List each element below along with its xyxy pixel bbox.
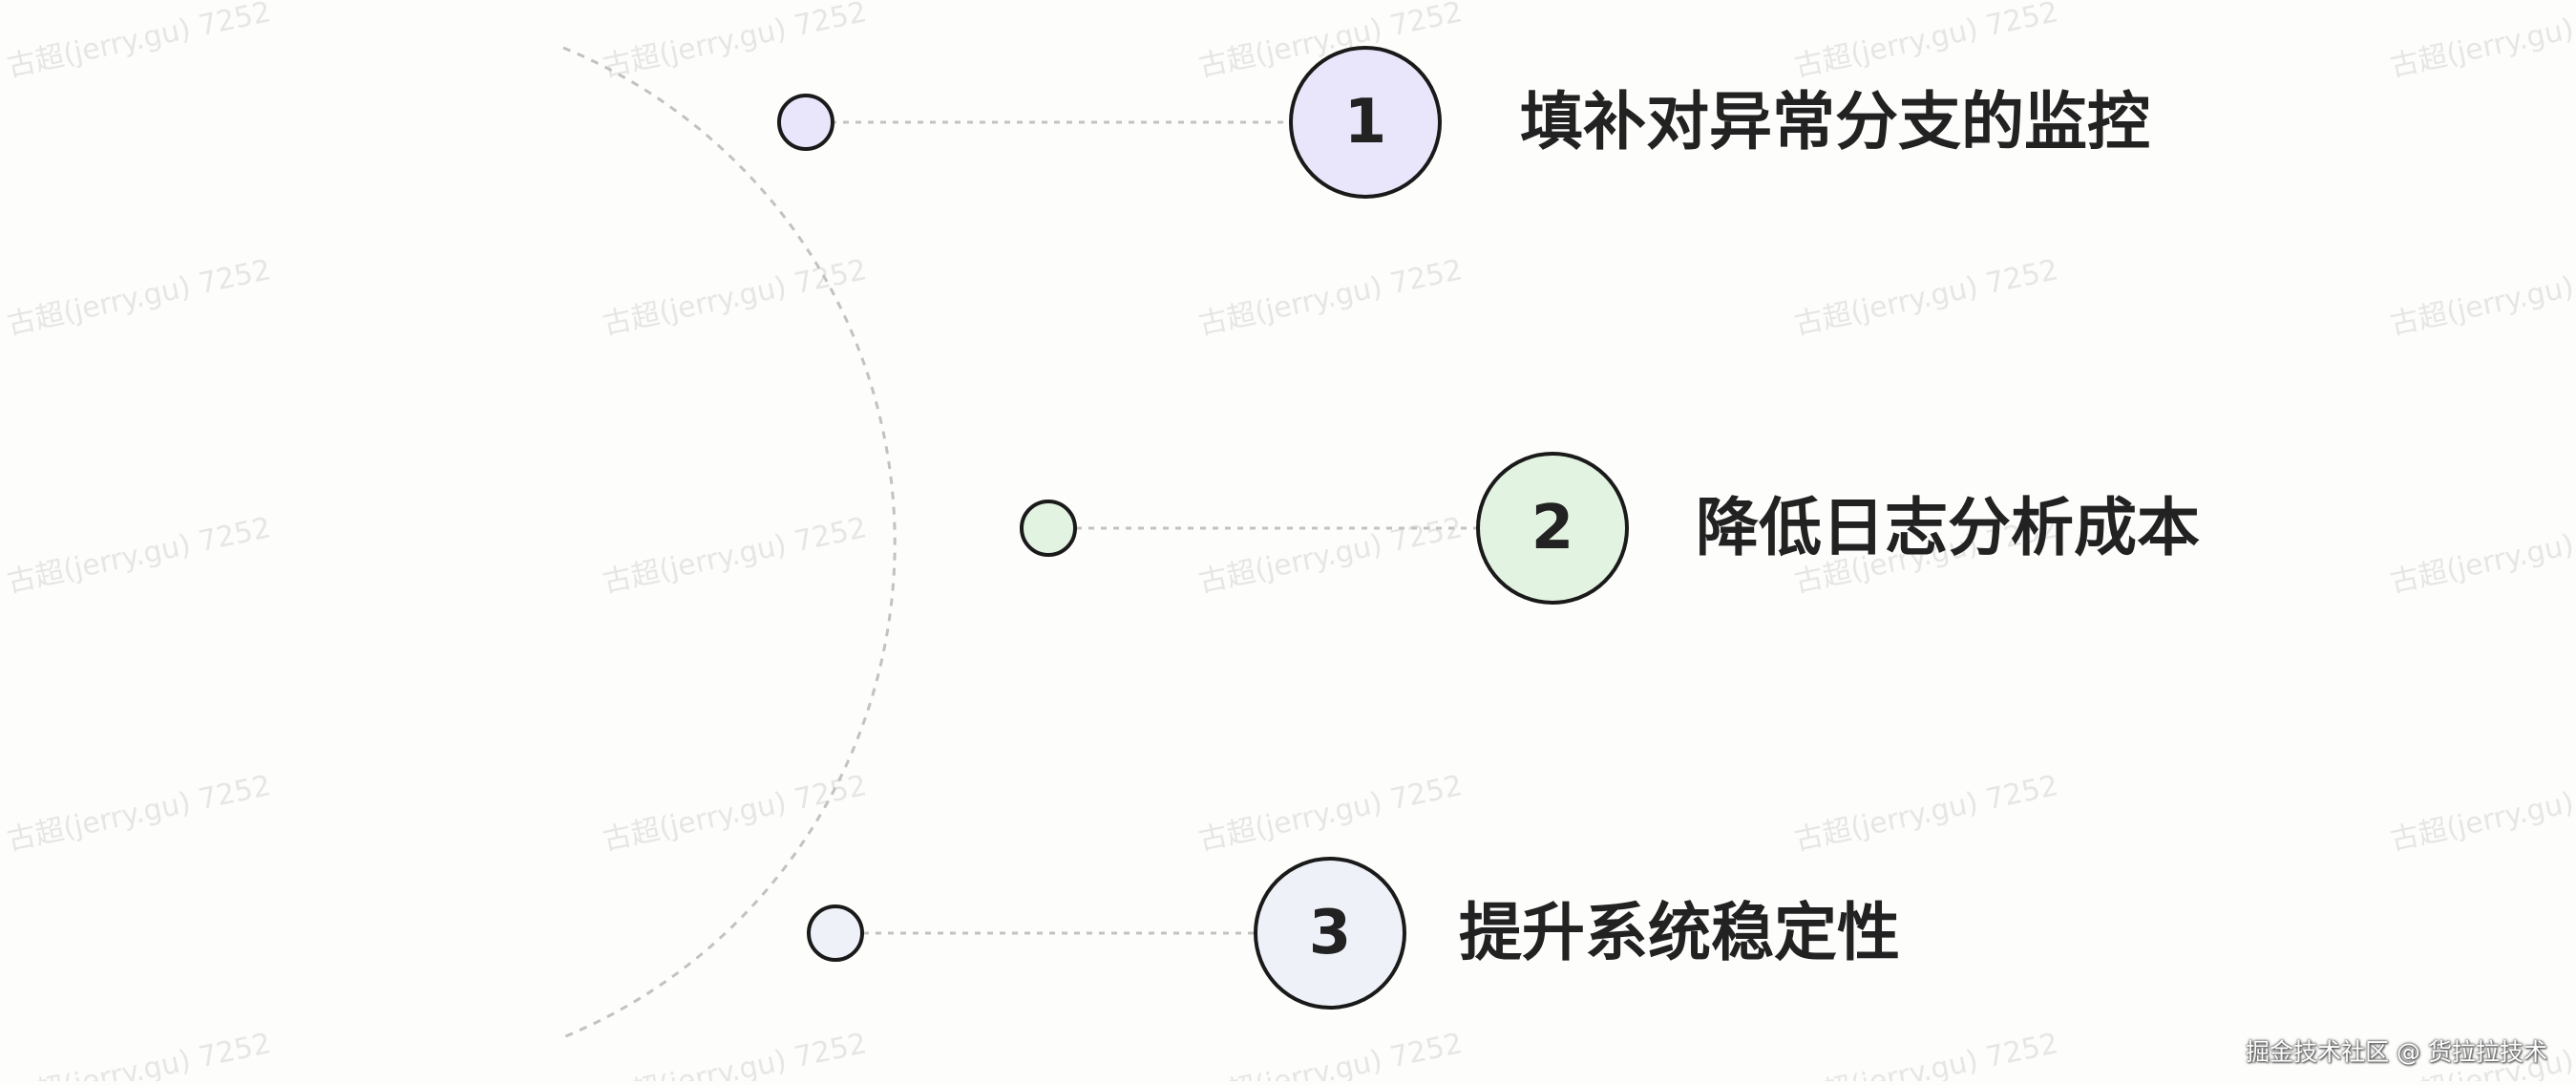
- number-badge-circle-1: [1289, 46, 1442, 199]
- number-badge-text-3: 3: [1309, 898, 1352, 968]
- watermark-text: 古超(jerry.gu) 7252: [1195, 253, 1465, 342]
- watermark-text: 古超(jerry.gu) 7252: [1195, 769, 1465, 858]
- number-badge-text-1: 1: [1344, 87, 1387, 158]
- watermark-text: 古超(jerry.gu) 7252: [2387, 769, 2576, 858]
- watermark-text: 古超(jerry.gu) 7252: [600, 0, 869, 84]
- watermark-text: 古超(jerry.gu) 7252: [600, 1027, 869, 1081]
- number-badge-circle-2: [1476, 452, 1629, 605]
- watermark-text: 古超(jerry.gu) 7252: [4, 0, 273, 84]
- number-badge-text-2: 2: [1531, 493, 1574, 564]
- arc-node-3: [807, 904, 864, 962]
- watermark-text: 古超(jerry.gu) 7252: [1791, 769, 2060, 858]
- watermark-text: 古超(jerry.gu) 7252: [4, 1027, 273, 1081]
- watermark-text: 古超(jerry.gu) 7252: [2387, 253, 2576, 342]
- item-label-3: 提升系统稳定性: [1459, 896, 1900, 969]
- number-badge-3: 3: [1254, 857, 1406, 1010]
- watermark-text: 古超(jerry.gu) 7252: [1791, 0, 2060, 84]
- watermark-text: 古超(jerry.gu) 7252: [4, 769, 273, 858]
- watermark-text: 古超(jerry.gu) 7252: [1791, 253, 2060, 342]
- watermark-text: 古超(jerry.gu) 7252: [600, 253, 869, 342]
- item-label-2: 降低日志分析成本: [1696, 491, 2200, 564]
- dashed-arc: [562, 46, 897, 1039]
- watermark-text: 古超(jerry.gu) 7252: [2387, 511, 2576, 600]
- number-badge-circle-3: [1254, 857, 1406, 1010]
- footer-credit: 掘金技术社区 @ 货拉拉技术: [2246, 1038, 2547, 1066]
- watermark-text: 古超(jerry.gu) 7252: [1791, 1027, 2060, 1081]
- watermark-text: 古超(jerry.gu) 7252: [2387, 0, 2576, 84]
- number-badge-2: 2: [1476, 452, 1629, 605]
- watermark-text: 古超(jerry.gu) 7252: [600, 511, 869, 600]
- watermark-text: 古超(jerry.gu) 7252: [600, 769, 869, 858]
- watermark-text: 古超(jerry.gu) 7252: [4, 511, 273, 600]
- arc-node-1: [777, 94, 834, 151]
- watermark-text: 古超(jerry.gu) 7252: [1195, 1027, 1465, 1081]
- number-badge-1: 1: [1289, 46, 1442, 199]
- item-label-1: 填补对异常分支的监控: [1520, 85, 2150, 159]
- watermark-text: 古超(jerry.gu) 7252: [1195, 511, 1465, 600]
- watermark-text: 古超(jerry.gu) 7252: [4, 253, 273, 342]
- arc-node-2: [1020, 500, 1077, 557]
